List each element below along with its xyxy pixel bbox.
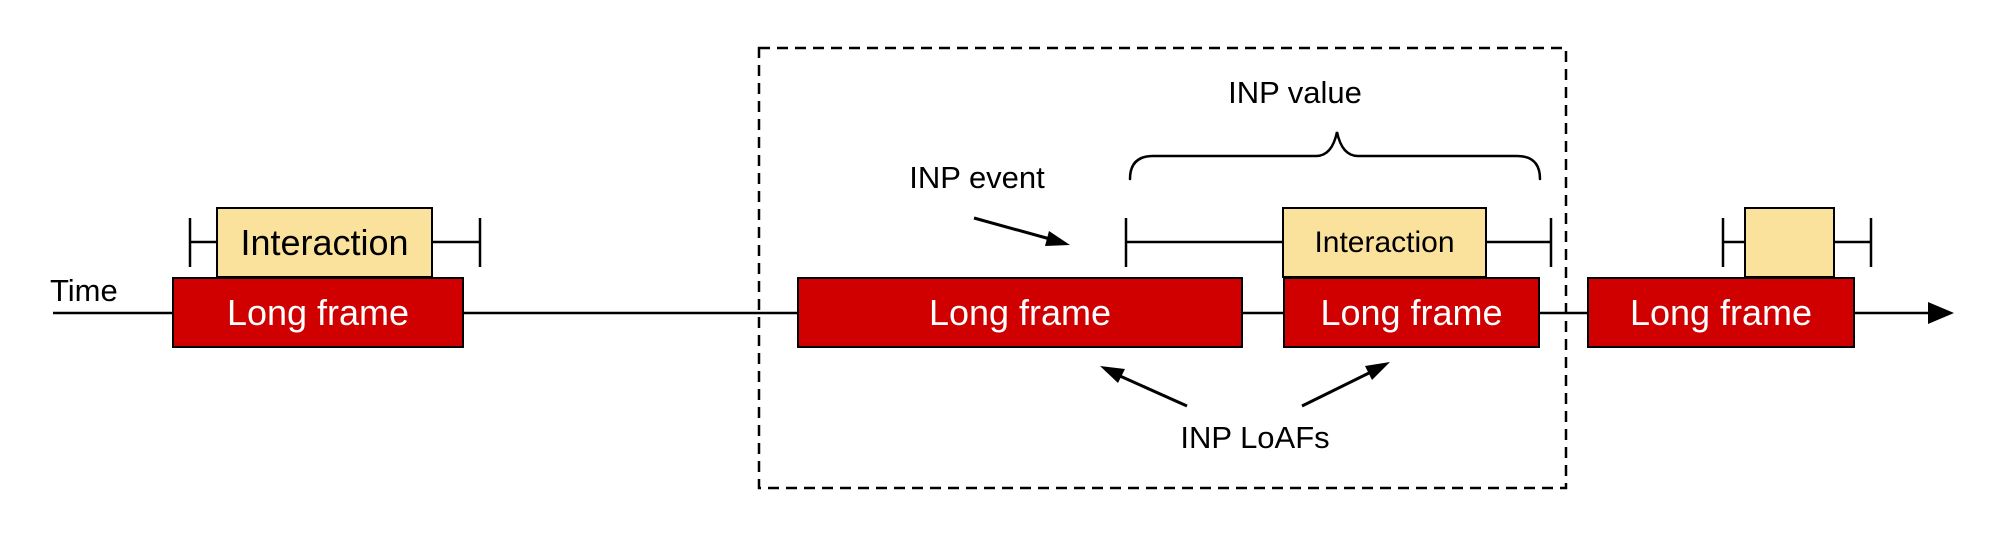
long-frame-box-4: Long frame — [1587, 277, 1855, 348]
interaction-2-label: Interaction — [1314, 225, 1455, 259]
long-frame-box-2: Long frame — [797, 277, 1243, 348]
inp-event-arrow — [973, 216, 1070, 246]
inp-value-brace — [1128, 131, 1542, 181]
inp-loafs-left-arrowhead-icon — [1100, 366, 1125, 383]
interaction-1-range-whiskers — [188, 218, 482, 267]
inp-value-label: INP value — [1228, 75, 1362, 110]
interaction-box-2: Interaction — [1282, 207, 1487, 278]
long-frame-box-3: Long frame — [1283, 277, 1540, 348]
inp-loafs-arrow-right — [1301, 362, 1390, 408]
interaction-box-1: Interaction — [216, 207, 433, 278]
long-frame-2-label: Long frame — [928, 291, 1112, 333]
long-frame-1-label: Long frame — [226, 291, 410, 333]
inp-loafs-right-arrowhead-icon — [1365, 362, 1390, 380]
timeline-arrowhead-icon — [1928, 302, 1954, 324]
interaction-box-3 — [1744, 207, 1835, 278]
interaction-3-range-whiskers — [1721, 218, 1873, 267]
long-frame-4-label: Long frame — [1629, 291, 1813, 333]
time-axis-label: Time — [50, 273, 118, 308]
long-frame-3-label: Long frame — [1320, 291, 1503, 333]
interaction-1-label: Interaction — [240, 221, 409, 263]
interaction-2-range-whiskers — [1124, 218, 1553, 267]
inp-event-arrowhead-icon — [1045, 231, 1070, 246]
inp-event-label: INP event — [909, 160, 1045, 195]
inp-loafs-arrow-left — [1100, 366, 1188, 408]
inp-loafs-label: INP LoAFs — [1180, 420, 1330, 455]
long-frame-box-1: Long frame — [172, 277, 464, 348]
inp-selection-dashed-box — [757, 46, 1568, 490]
